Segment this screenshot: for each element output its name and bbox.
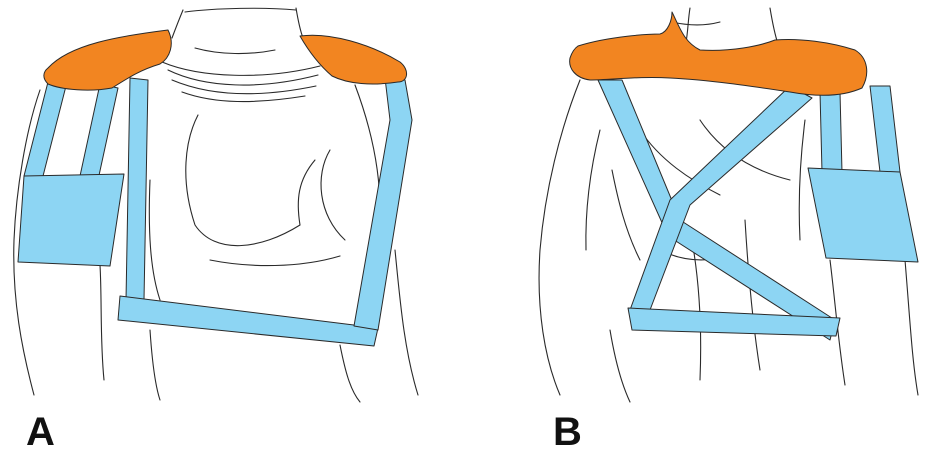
panel-label-a: A	[26, 412, 55, 452]
panel-b-back-view	[539, 8, 918, 402]
panel-a-front-view	[14, 8, 418, 402]
tape-straps-front	[18, 78, 412, 346]
shoulder-pads-front	[44, 30, 407, 90]
panel-label-b: B	[553, 412, 582, 452]
tape-straps-back	[598, 80, 918, 340]
